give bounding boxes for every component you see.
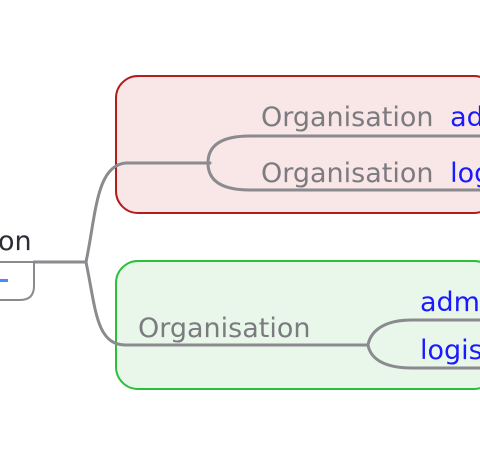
root-node-label: on — [0, 226, 32, 257]
red-group-frame — [115, 75, 480, 214]
root-node-highlight — [0, 279, 8, 282]
hub-to-red-connector — [84, 161, 212, 264]
connectors — [32, 134, 480, 370]
red-line-2-suffix: log — [450, 158, 480, 189]
green-child-2-label: logis — [420, 335, 480, 366]
green-branch-bracket — [366, 318, 480, 370]
green-parent-label: Organisation — [138, 313, 311, 344]
green-group-frame — [115, 260, 480, 390]
hub-to-green-connector — [84, 260, 370, 347]
root-node-frame — [0, 261, 35, 301]
red-line-1-suffix: ad — [450, 102, 480, 133]
red-line-2: Organisation log — [261, 158, 480, 189]
red-line-2-prefix: Organisation — [261, 158, 434, 189]
red-branch-bracket — [206, 134, 480, 192]
red-line-1-prefix: Organisation — [261, 102, 434, 133]
green-child-1-label: adm — [420, 287, 480, 318]
red-line-1: Organisation ad — [261, 102, 480, 133]
